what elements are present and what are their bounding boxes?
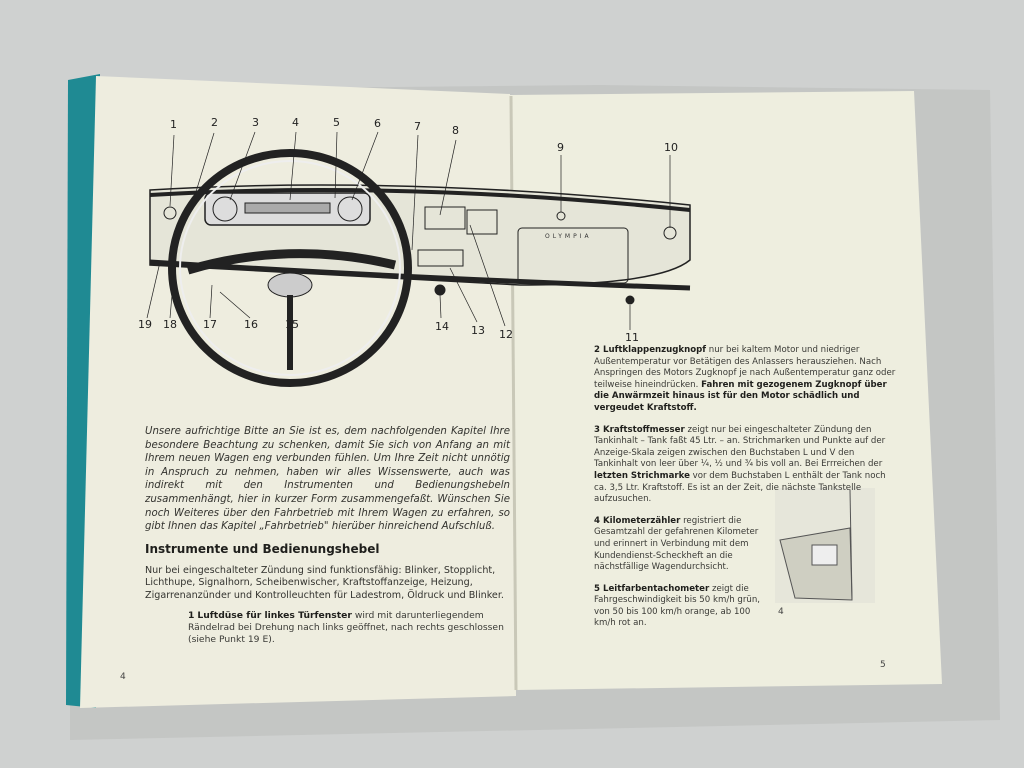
item-title: Luftdüse für linkes Türfenster [197, 610, 352, 622]
item-number: 4 [594, 515, 600, 526]
item-title: Leitfarbentachometer [602, 583, 710, 594]
callout-6: 6 [374, 117, 381, 130]
callout-19: 19 [138, 318, 152, 331]
callout-14: 14 [435, 320, 449, 333]
callout-10: 10 [664, 141, 678, 154]
callout-16: 16 [244, 318, 258, 331]
item-number: 1 [188, 610, 195, 622]
item-text: wird mit darunterliegendem Rändelrad bei… [188, 610, 504, 646]
callout-15: 15 [285, 318, 299, 331]
callout-9: 9 [557, 141, 564, 154]
item-number: 3 [594, 424, 600, 435]
callout-5: 5 [333, 116, 340, 129]
ignition-paragraph: Nur bei eingeschalteter Zündung sind fun… [145, 564, 504, 601]
item-number: 5 [594, 583, 600, 594]
callout-4: 4 [292, 116, 299, 129]
callout-12: 12 [499, 328, 513, 341]
callout-2: 2 [211, 116, 218, 129]
item-bold: letzten Strichmarke [594, 470, 690, 481]
item-text: zeigt nur bei eingeschalteter Zündung de… [594, 424, 886, 470]
item-number: 2 [594, 345, 600, 355]
item-text: registriert die Gesamtzahl der gefahrene… [594, 515, 759, 573]
callout-17: 17 [203, 318, 217, 331]
section-heading: Instrumente und Bedienungshebel [145, 541, 380, 556]
olympia-badge: OLYMPIA [545, 233, 592, 240]
item-text-2: vor dem Buchstaben L enthält der Tank no… [594, 470, 886, 505]
item-title: Kilometerzähler [602, 515, 681, 526]
callout-1: 1 [170, 118, 177, 131]
page-number-left: 4 [120, 672, 126, 682]
callout-13: 13 [471, 324, 485, 337]
figure-label: 4 [778, 607, 784, 617]
left-page-text: Unsere aufrichtige Bitte an Sie ist es, … [145, 425, 513, 646]
page-number-right: 5 [880, 660, 886, 670]
callout-7: 7 [414, 120, 421, 133]
callout-18: 18 [163, 318, 177, 331]
item-text: zeigt die Fahrgeschwindigkeit bis 50 km/… [594, 583, 760, 629]
callout-8: 8 [452, 124, 459, 137]
intro-paragraph: Unsere aufrichtige Bitte an Sie ist es, … [145, 426, 510, 533]
dashboard-illustration [146, 131, 691, 387]
figure-4-illustration [775, 488, 875, 603]
item-title: Kraftstoffmesser [602, 424, 685, 435]
item-text: nur bei kaltem Motor und niedriger Außen… [594, 345, 896, 390]
item-warning: Fahren mit gezogenem Zugknopf über die A… [594, 379, 887, 413]
callout-11: 11 [625, 331, 639, 344]
item-title: Luftklappenzugknopf [602, 345, 707, 355]
callout-3: 3 [252, 116, 259, 129]
